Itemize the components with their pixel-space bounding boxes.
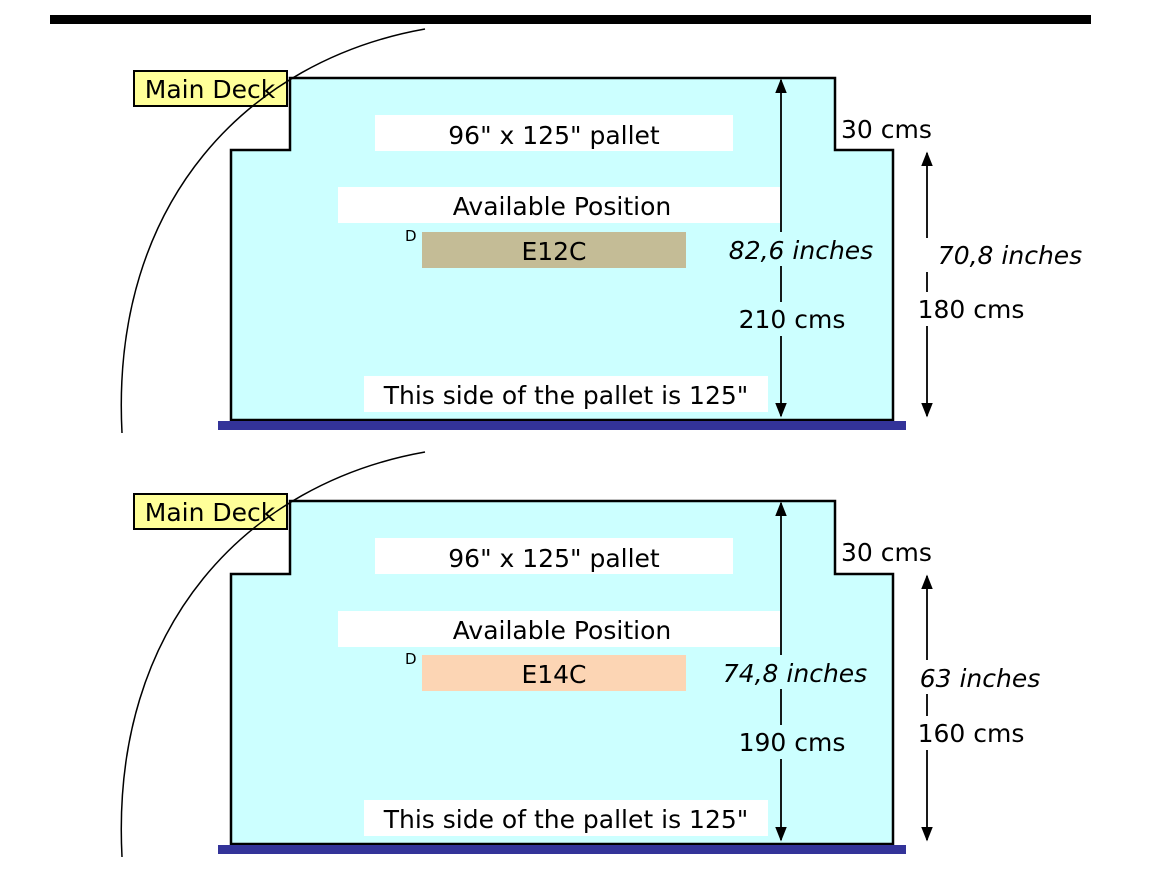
fuselage-arc bbox=[120, 28, 426, 434]
inner-height-in: 82,6 inches bbox=[729, 236, 873, 265]
pallet-label: 96" x 125" pallet bbox=[448, 121, 660, 150]
step-height-cm: 30 cms bbox=[841, 115, 932, 144]
available-label-box bbox=[338, 187, 780, 223]
inner-height-in: 74,8 inches bbox=[723, 659, 867, 688]
fuselage-arc bbox=[120, 451, 426, 858]
overlap-glyph: D bbox=[405, 650, 417, 668]
inner-height-cm: 210 cms bbox=[739, 305, 846, 334]
inner-height-cm-box bbox=[734, 302, 850, 336]
position-badge bbox=[422, 655, 686, 691]
available-position-label: Available Position bbox=[453, 616, 671, 645]
inner-height-cm: 190 cms bbox=[739, 728, 846, 757]
outer-height-cm-box bbox=[914, 292, 1030, 326]
side-label: This side of the pallet is 125" bbox=[383, 381, 749, 410]
outer-height-cm: 160 cms bbox=[918, 719, 1025, 748]
pallet-label: 96" x 125" pallet bbox=[448, 544, 660, 573]
outer-height-in-box bbox=[914, 660, 1048, 694]
inner-height-cm-box bbox=[734, 725, 850, 759]
main-deck-label-box bbox=[133, 70, 288, 107]
main-deck-label-box bbox=[133, 493, 288, 530]
position-code: E14C bbox=[521, 660, 586, 689]
step-height-cm: 30 cms bbox=[841, 538, 932, 567]
position-code: E12C bbox=[521, 237, 586, 266]
deck-floor-bar bbox=[218, 845, 906, 854]
pallet-label-box bbox=[375, 115, 733, 151]
overlap-glyph: D bbox=[405, 227, 417, 245]
header-rule bbox=[50, 15, 1091, 24]
outer-height-in-box bbox=[924, 238, 1088, 272]
position-badge bbox=[422, 232, 686, 268]
inner-height-in-box bbox=[712, 655, 878, 689]
available-position-label: Available Position bbox=[453, 192, 671, 221]
side-label: This side of the pallet is 125" bbox=[383, 805, 749, 834]
outer-height-cm: 180 cms bbox=[918, 295, 1025, 324]
side-label-box bbox=[364, 800, 768, 836]
available-label-box bbox=[338, 611, 780, 647]
outer-height-in: 63 inches bbox=[920, 664, 1041, 693]
deck-panel-2: 96" x 125" pallet Available Position D E… bbox=[120, 451, 1048, 858]
deck-floor-bar bbox=[218, 421, 906, 430]
inner-height-in-box bbox=[722, 232, 878, 266]
main-deck-label: Main Deck bbox=[145, 75, 276, 104]
deck-panel-1: 96" x 125" pallet Available Position D E… bbox=[120, 28, 1088, 434]
outer-height-in: 70,8 inches bbox=[938, 241, 1082, 270]
main-deck-label: Main Deck bbox=[145, 498, 276, 527]
side-label-box bbox=[364, 376, 768, 412]
outer-height-cm-box bbox=[914, 716, 1030, 750]
pallet-label-box bbox=[375, 538, 733, 574]
